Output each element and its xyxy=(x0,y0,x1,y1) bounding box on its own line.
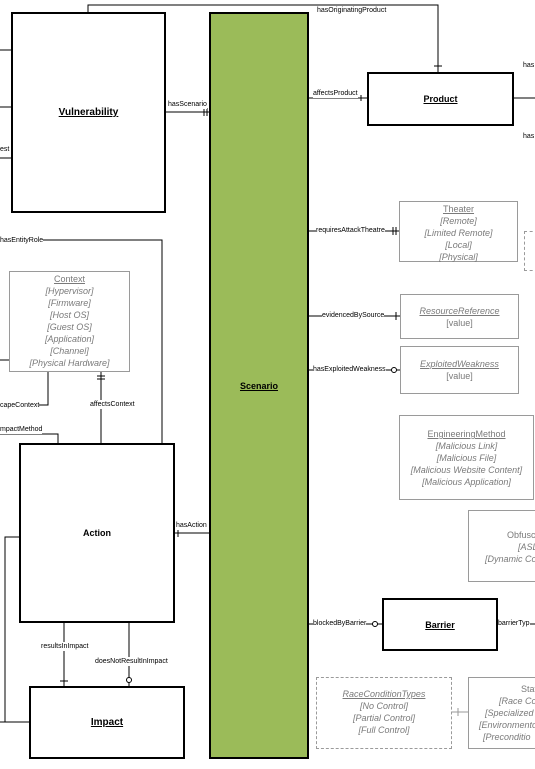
vulnerability-entity[interactable]: Vulnerability xyxy=(11,12,166,213)
engineering-method-value: [Malicious Website Content] xyxy=(410,465,523,475)
left-partial-label: est xyxy=(0,145,10,154)
product-entity[interactable]: Product xyxy=(367,72,514,126)
exploited-weakness-box[interactable]: ExploitedWeakness [value] xyxy=(400,346,519,394)
requires-attack-theatre-label: requiresAttackTheatre xyxy=(316,226,385,235)
state-box[interactable]: Stat [Race Co [Specialized [Environmento… xyxy=(468,677,535,749)
theater-value: [Physical] xyxy=(439,252,478,262)
impact-method-label: mpactMethod xyxy=(0,425,43,434)
state-value: [Preconditio xyxy=(483,732,531,742)
has-originating-product-label: hasOriginatingProduct xyxy=(317,6,387,15)
impact-entity[interactable]: Impact xyxy=(29,686,185,759)
context-title: Context xyxy=(53,274,86,284)
race-condition-types-box[interactable]: RaceConditionTypes [No Control] [Partial… xyxy=(316,677,452,749)
impact-label: Impact xyxy=(90,717,124,728)
resource-reference-value: [value] xyxy=(446,318,473,328)
product-right-top-label: has xyxy=(523,61,535,70)
barrier-entity[interactable]: Barrier xyxy=(382,598,498,651)
theater-value: [Local] xyxy=(445,240,472,250)
state-title: Stat xyxy=(521,684,535,694)
does-not-result-in-impact-label: doesNotResultInImpact xyxy=(95,657,168,666)
blocked-by-barrier-label: blockedByBarrier xyxy=(313,619,367,628)
state-value: [Specialized xyxy=(485,708,534,718)
vulnerability-label: Vulnerability xyxy=(58,107,119,118)
results-in-impact-label: resultsInImpact xyxy=(41,642,89,651)
theater-title: Theater xyxy=(442,204,475,214)
engineering-method-value: [Malicious Application] xyxy=(422,477,511,487)
barrier-label: Barrier xyxy=(425,619,455,630)
race-condition-types-value: [No Control] xyxy=(359,701,409,711)
context-value: [Guest OS] xyxy=(47,322,92,332)
context-value: [Channel] xyxy=(50,346,89,356)
engineering-method-title: EngineeringMethod xyxy=(427,429,506,439)
context-value: [Application] xyxy=(44,334,95,344)
context-value: [Host OS] xyxy=(49,310,89,320)
action-label: Action xyxy=(83,528,111,538)
action-left-line xyxy=(4,536,30,723)
has-action-label: hasAction xyxy=(176,521,207,530)
engineering-method-box[interactable]: EngineeringMethod [Malicious Link] [Mali… xyxy=(399,415,534,500)
has-scenario-label: hasScenario xyxy=(168,100,207,109)
has-entity-role-label: hasEntityRole xyxy=(0,236,44,245)
obfuscation-title: Obfusc xyxy=(507,530,535,540)
state-value: [Race Co xyxy=(499,696,535,706)
context-value: [Hypervisor] xyxy=(45,286,94,296)
action-entity[interactable]: Action xyxy=(19,443,175,623)
has-entity-role-line xyxy=(0,239,163,443)
race-condition-types-value: [Partial Control] xyxy=(352,713,416,723)
race-condition-types-value: [Full Control] xyxy=(358,725,410,735)
engineering-method-value: [Malicious File] xyxy=(436,453,497,463)
resource-reference-box[interactable]: ResourceReference [value] xyxy=(400,294,519,339)
affects-context-label: affectsContext xyxy=(90,400,135,409)
product-label: Product xyxy=(423,94,458,104)
exploited-weakness-title: ExploitedWeakness xyxy=(420,359,499,369)
theater-value: [Limited Remote] xyxy=(424,228,493,238)
obfuscation-value: [ASL xyxy=(518,542,535,552)
escape-context-label: capeContext xyxy=(0,401,40,410)
context-value: [Physical Hardware] xyxy=(29,358,110,368)
has-exploited-weakness-label: hasExploitedWeakness xyxy=(313,365,386,374)
engineering-method-value: [Malicious Link] xyxy=(435,441,498,451)
has-originating-product-line xyxy=(87,4,439,72)
theater-box[interactable]: Theater [Remote] [Limited Remote] [Local… xyxy=(399,201,518,262)
context-box[interactable]: Context [Hypervisor] [Firmware] [Host OS… xyxy=(9,271,130,372)
race-condition-types-title: RaceConditionTypes xyxy=(342,689,426,699)
theater-dashed-partial-box xyxy=(524,231,535,271)
exploited-weakness-value: [value] xyxy=(446,371,473,381)
evidenced-by-source-label: evidencedBySource xyxy=(322,311,385,320)
product-right-bottom-label: has xyxy=(523,132,535,141)
resource-reference-title: ResourceReference xyxy=(419,306,500,316)
context-value: [Firmware] xyxy=(48,298,91,308)
scenario-label: Scenario xyxy=(239,380,279,391)
impact-method-line xyxy=(0,433,59,443)
scenario-entity[interactable]: Scenario xyxy=(209,12,309,759)
theater-value: [Remote] xyxy=(440,216,477,226)
affects-product-label: affectsProduct xyxy=(313,89,358,98)
obfuscation-value: [Dynamic Co xyxy=(485,554,535,564)
obfuscation-box[interactable]: Obfusc [ASL [Dynamic Co xyxy=(468,510,535,582)
barrier-type-label: barrierTyp xyxy=(498,619,530,628)
state-value: [Environmento xyxy=(479,720,535,730)
